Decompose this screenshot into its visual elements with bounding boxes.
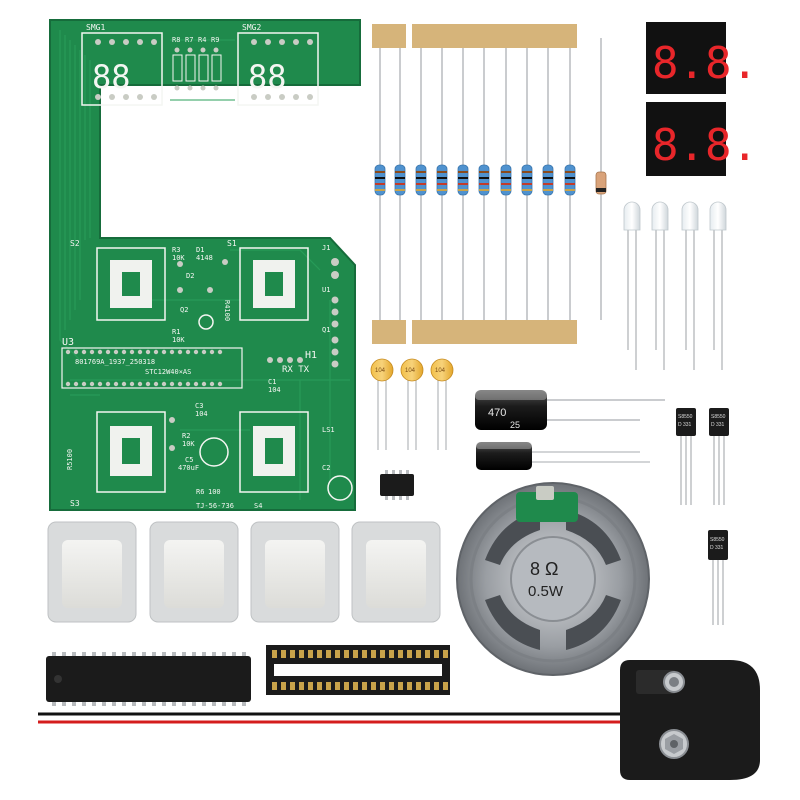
pcb-label-s3: S3	[70, 499, 80, 508]
transistor-marking: S8550	[678, 414, 693, 420]
soic-chip	[380, 470, 414, 500]
pcb-label-s1: S1	[227, 239, 237, 248]
transistors: S8550 D 331 S8550 D 331 S8550 D 331	[676, 408, 729, 625]
pcb-label-r4100: R4100	[223, 300, 231, 321]
transistor	[708, 530, 728, 560]
seven-segment-digits: 8.8.	[652, 120, 758, 171]
ceramic-cap-label: 104	[435, 368, 446, 374]
keycaps	[47, 521, 441, 623]
pcb-label-r6: R6	[196, 488, 204, 496]
pcb-switch-s3: S3	[70, 411, 166, 508]
ic-socket	[266, 645, 450, 695]
led	[709, 201, 727, 231]
ceramic-capacitor	[400, 358, 424, 382]
ceramic-cap-label: 104	[405, 368, 416, 374]
pcb-label-c5-val: 470uF	[178, 464, 199, 472]
pcb-label-u1: U1	[322, 286, 330, 294]
pcb-label-d1: D1	[196, 246, 204, 254]
speaker-impedance: 8 Ω	[530, 559, 558, 579]
led	[681, 201, 699, 231]
pcb-label-smg1: SMG1	[86, 23, 105, 32]
capacitor-voltage: 25	[510, 420, 520, 430]
pcb-label-board-id: TJ-56-736	[196, 502, 234, 510]
pcb-board: SMG1 88 R8 R7 R4 R9 SM	[49, 19, 361, 511]
ceramic-cap-label: 104	[375, 368, 386, 374]
pcb-smg1-footprint: SMG1 88	[81, 23, 163, 106]
pcb-label-c3: C3	[195, 402, 203, 410]
pcb-label-d1-val: 4148	[196, 254, 213, 262]
pcb-label-c3-val: 104	[195, 410, 208, 418]
pcb-label-q2: Q2	[180, 306, 188, 314]
transistor-marking2: D 331	[678, 422, 692, 428]
pcb-label-c1-val: 104	[268, 386, 281, 394]
pcb-label-r3: R3	[172, 246, 180, 254]
led-set	[623, 201, 727, 370]
pcb-label-r1-val: 10K	[172, 336, 185, 344]
pcb-switch-s1: S1	[227, 239, 309, 321]
tape-bottom-right	[412, 320, 577, 344]
transistor-marking2: D 331	[711, 422, 725, 428]
pcb-ic-footprint	[61, 347, 243, 389]
svg-text:88: 88	[92, 58, 131, 96]
speaker-wattage: 0.5W	[528, 583, 564, 600]
electrolytic-capacitor-small	[476, 442, 650, 470]
pcb-label-d2: D2	[186, 272, 194, 280]
pcb-label-j1: J1	[322, 244, 330, 252]
pcb-label-r5: R5100	[66, 449, 74, 470]
pcb-label-r9: R9	[211, 36, 219, 44]
pcb-label-rx-tx: RX TX	[282, 365, 310, 375]
electrolytic-capacitor-large: 470 25	[475, 390, 665, 430]
diode	[595, 38, 607, 320]
ceramic-capacitors: 104 104 104	[370, 358, 454, 450]
capacitor-value: 470	[488, 407, 506, 419]
transistor-marking2: D 331	[710, 545, 724, 551]
pcb-label-s4: S4	[254, 502, 262, 510]
seven-segment-digits: 8.8.	[652, 38, 758, 89]
led	[623, 201, 641, 231]
ceramic-capacitor	[430, 358, 454, 382]
pcb-smg2-footprint: SMG2 88	[237, 23, 319, 106]
resistor-strip	[372, 24, 577, 344]
pcb-label-c2: C2	[322, 464, 330, 472]
tape-top-left	[372, 24, 406, 48]
pcb-label-r1: R1	[172, 328, 180, 336]
pcb-label-r2: R2	[182, 432, 190, 440]
led	[651, 201, 669, 231]
resistor-bodies	[374, 164, 576, 196]
pcb-label-u3: U3	[62, 337, 74, 348]
pcb-resistor-footprints: R8 R7 R4 R9	[172, 36, 222, 91]
pcb-label-r3-val: 10K	[172, 254, 185, 262]
pcb-label-h1: H1	[305, 350, 317, 361]
pcb-label-r7: R7	[185, 36, 193, 44]
transistor	[709, 408, 729, 436]
pcb-label-r6-val: 100	[208, 488, 221, 496]
tape-bottom-left	[372, 320, 406, 344]
pcb-label-s2: S2	[70, 239, 80, 248]
pcb-label-c5: C5	[185, 456, 193, 464]
pcb-label-code: 801769A_1937_250318	[75, 358, 155, 366]
dip-chip	[46, 652, 251, 706]
transistor	[676, 408, 696, 436]
transistor-marking: S8550	[711, 414, 726, 420]
speaker: 8 Ω 0.5W	[456, 482, 650, 676]
seven-segment-display-bottom: 8.8.	[646, 102, 758, 176]
ceramic-capacitor	[370, 358, 394, 382]
pcb-label-r8: R8	[172, 36, 180, 44]
svg-text:88: 88	[248, 58, 287, 96]
pcb-label-ls1: LS1	[322, 426, 335, 434]
pcb-switch-s2: S2	[70, 239, 166, 321]
pcb-label-c1: C1	[268, 378, 276, 386]
battery-clip	[38, 660, 760, 780]
seven-segment-display-top: 8.8.	[646, 22, 758, 94]
tape-top-right	[412, 24, 577, 48]
pcb-label-smg2: SMG2	[242, 23, 261, 32]
pcb-label-r4: R4	[198, 36, 206, 44]
pcb-label-q1: Q1	[322, 326, 330, 334]
pcb-label-r2-val: 10K	[182, 440, 195, 448]
pcb-switch-s4: S4	[239, 411, 309, 510]
pcb-label-mcu: STC12W40×AS	[145, 368, 191, 376]
transistor-marking: S8550	[710, 537, 725, 543]
